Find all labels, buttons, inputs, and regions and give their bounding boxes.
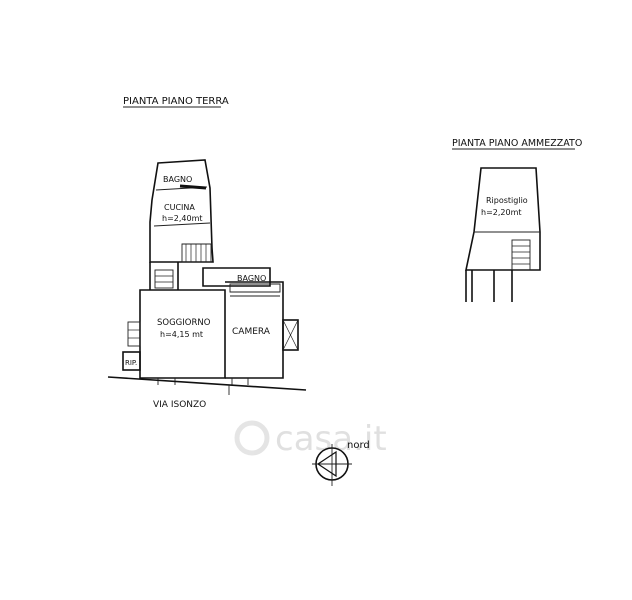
bagno-lower-fixture xyxy=(229,283,281,293)
rip-label: RIP. xyxy=(125,359,137,367)
camera-window-box xyxy=(282,319,299,351)
ripostiglio-label: Ripostiglio xyxy=(486,196,528,205)
street-label: VIA ISONZO xyxy=(153,400,206,410)
watermark: casa.it xyxy=(234,419,387,459)
rip-outline xyxy=(122,351,141,371)
ripostiglio-height-label: h=2,20mt xyxy=(481,208,522,217)
north-arrow-head-icon xyxy=(316,450,337,478)
soggiorno-label: SOGGIORNO xyxy=(157,318,211,328)
passage-stair xyxy=(154,269,174,289)
soggiorno-height-label: h=4,15 mt xyxy=(160,330,203,339)
bath-fixture xyxy=(179,184,207,190)
mezzanine-lower-walls xyxy=(465,270,513,302)
street-line xyxy=(107,376,307,391)
watermark-house-icon xyxy=(234,420,270,456)
north-arrow: nord xyxy=(312,440,370,486)
rip-stair xyxy=(127,321,141,347)
north-label: nord xyxy=(347,440,370,451)
cucina-height-label: h=2,40mt xyxy=(162,214,203,223)
kitchen-stair xyxy=(181,243,212,263)
bagno-lower-outline xyxy=(202,267,271,287)
mezzanine-stair xyxy=(511,239,531,271)
camera-label: CAMERA xyxy=(232,327,271,337)
bagno-upper-label: BAGNO xyxy=(163,175,192,184)
watermark-text: casa.it xyxy=(275,419,387,459)
passage-walls xyxy=(149,262,179,290)
ground-floor-plan: BAGNO CUCINA h=2,40mt RIP. xyxy=(107,159,307,410)
kitchen-wing-outline xyxy=(149,159,214,263)
ground-floor-title: PIANTA PIANO TERRA xyxy=(123,96,229,107)
bagno-lower-label: BAGNO xyxy=(237,274,266,283)
kitchen-inner-line xyxy=(153,222,211,227)
mezzanine-plan: Ripostiglio h=2,20mt xyxy=(465,167,541,302)
mezzanine-title: PIANTA PIANO AMMEZZATO xyxy=(452,138,582,149)
cucina-label: CUCINA xyxy=(164,203,195,212)
ripostiglio-outline xyxy=(465,167,541,271)
